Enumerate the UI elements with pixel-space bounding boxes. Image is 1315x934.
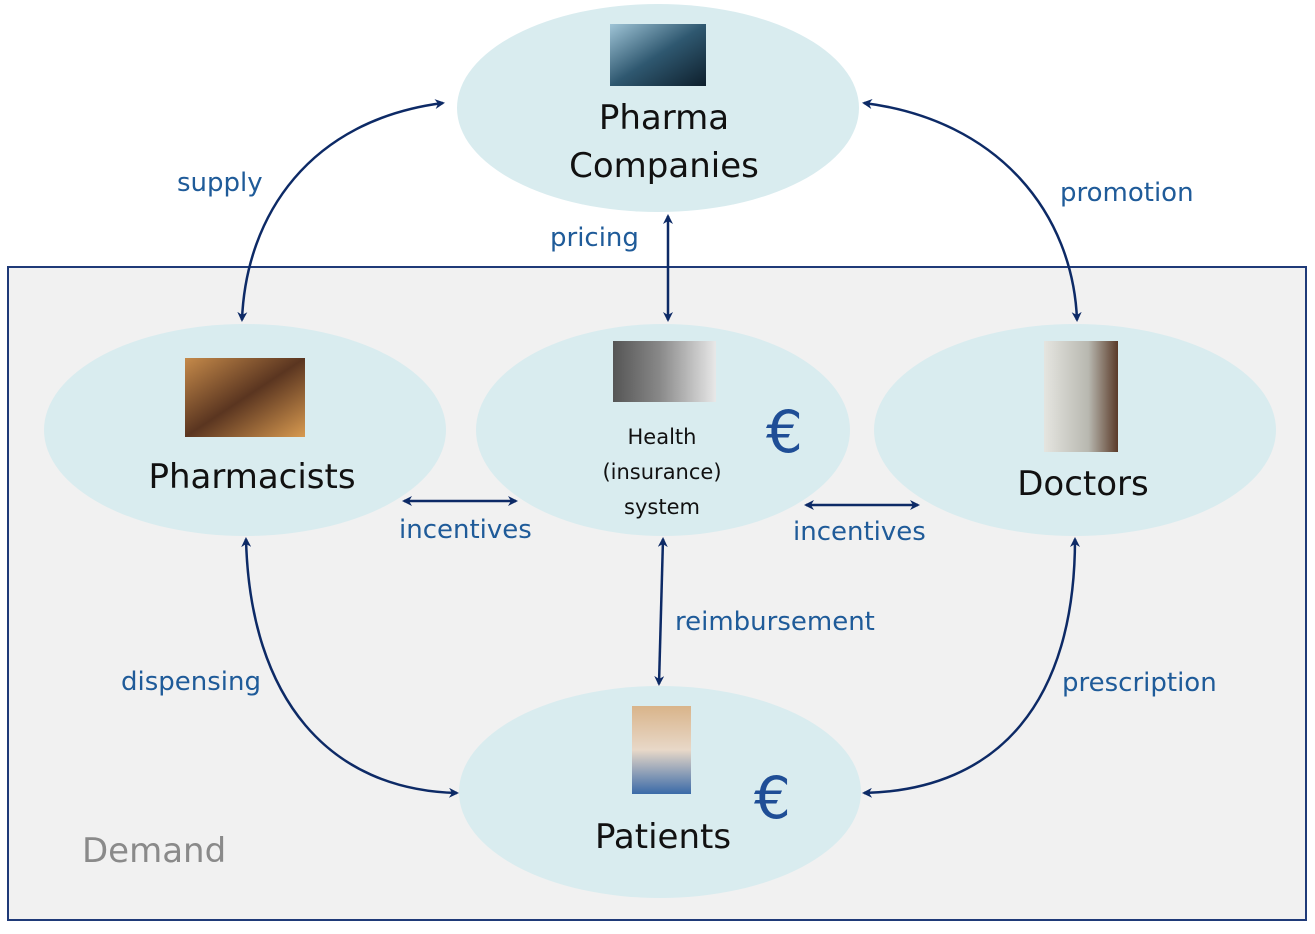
- pharma-label-line1: Pharma: [599, 98, 729, 138]
- prescription-label: prescription: [1062, 668, 1217, 698]
- reimbursement-label: reimbursement: [675, 607, 875, 637]
- pharmacists-label: Pharmacists: [148, 457, 355, 497]
- euro-icon-health: €: [766, 398, 803, 466]
- health-system-node[interactable]: [476, 324, 850, 536]
- pharma-companies-node[interactable]: [457, 4, 859, 212]
- prescription-arrow: [862, 537, 1080, 798]
- promotion-label: promotion: [1060, 178, 1194, 208]
- supply-label: supply: [177, 168, 263, 198]
- demand-label: Demand: [82, 831, 226, 871]
- dispensing-arrow: [241, 537, 459, 798]
- promotion-arrow: [862, 99, 1082, 322]
- incentives-right-label: incentives: [793, 517, 926, 547]
- euro-icon-patients: €: [754, 764, 791, 832]
- pharma-label-line2: Companies: [569, 146, 759, 186]
- health-label-line1: Health: [628, 425, 697, 449]
- calculator-image: [613, 341, 716, 402]
- dispensing-label: dispensing: [121, 667, 261, 697]
- patients-label: Patients: [595, 817, 731, 857]
- reimbursement-arrow: [654, 537, 668, 686]
- sick-patient-image: [632, 706, 691, 794]
- pharmacy-shop-image: [185, 358, 305, 437]
- health-label-line3: system: [624, 495, 700, 519]
- office-building-image: [610, 24, 706, 86]
- incentives-left-label: incentives: [399, 515, 532, 545]
- health-label-line2: (insurance): [602, 460, 721, 484]
- doctor-office-image: [1044, 341, 1118, 452]
- supply-arrow: [237, 99, 445, 322]
- doctors-label: Doctors: [1017, 464, 1149, 504]
- pricing-label: pricing: [550, 223, 639, 253]
